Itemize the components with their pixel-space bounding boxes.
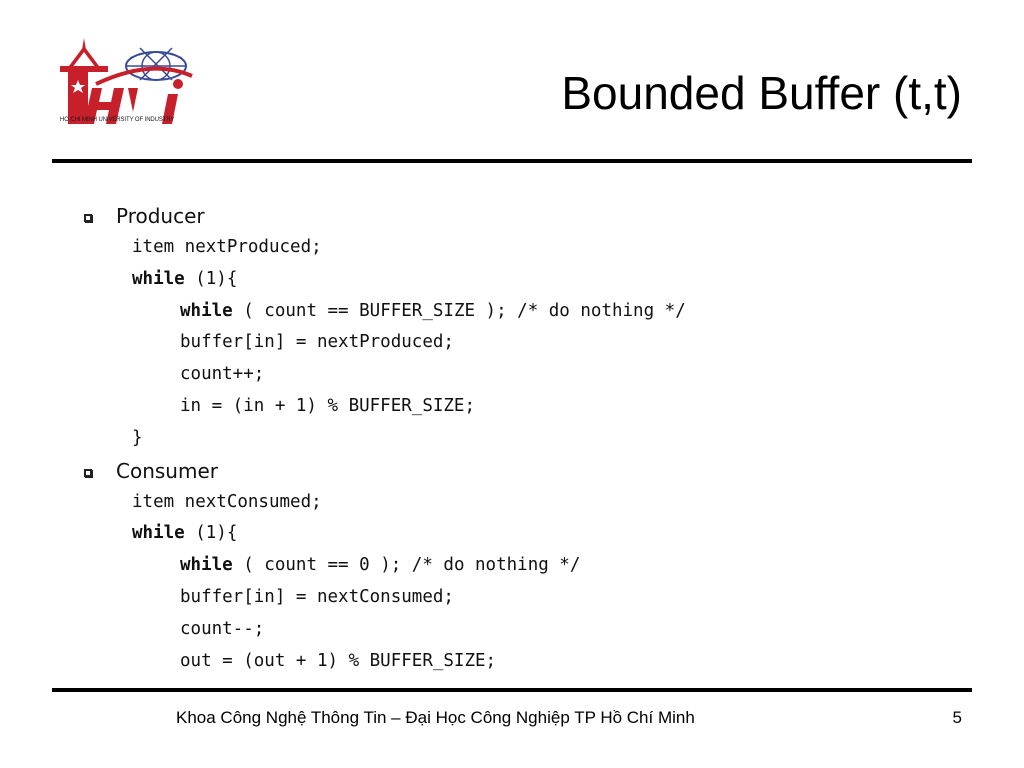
square-bullet-icon — [84, 468, 92, 477]
code-line: item nextConsumed; — [132, 491, 322, 512]
code-line: in = (in + 1) % BUFFER_SIZE; — [180, 395, 476, 416]
code-line: while ( count == 0 ); /* do nothing */ — [180, 555, 581, 576]
footer-text: Khoa Công Nghệ Thông Tin – Đại Học Công … — [176, 708, 695, 727]
header-divider — [52, 159, 972, 163]
code-line: out = (out + 1) % BUFFER_SIZE; — [180, 650, 497, 671]
code-block: item nextConsumed; while (1){ while ( co… — [84, 487, 964, 678]
code-line: while (1){ — [132, 268, 238, 289]
slide-title: Bounded Buffer (t,t) — [561, 67, 962, 119]
consumer-section: Consumer item nextConsumed; while (1){ w… — [84, 455, 964, 678]
code-line: buffer[in] = nextProduced; — [180, 332, 454, 353]
code-line: while ( count == BUFFER_SIZE ); /* do no… — [180, 300, 686, 321]
producer-section: Producer item nextProduced; while (1){ w… — [84, 200, 964, 455]
code-line: while (1){ — [132, 523, 238, 544]
code-line: count++; — [180, 364, 265, 385]
logo-caption: HO CHI MINH UNIVERSITY OF INDUSTRY — [60, 117, 175, 123]
university-logo — [56, 36, 196, 130]
code-line: } — [132, 427, 143, 448]
section-label: Producer — [116, 204, 205, 228]
code-line: buffer[in] = nextConsumed; — [180, 586, 454, 607]
hui-logo-icon — [60, 38, 193, 124]
footer-divider — [52, 688, 972, 692]
slide-content: Producer item nextProduced; while (1){ w… — [84, 200, 964, 677]
code-block: item nextProduced; while (1){ while ( co… — [84, 232, 964, 455]
code-line: count--; — [180, 618, 265, 639]
section-header: Consumer — [84, 455, 964, 487]
page-number: 5 — [952, 708, 962, 727]
section-label: Consumer — [116, 458, 218, 483]
square-bullet-icon — [84, 214, 92, 222]
code-line: item nextProduced; — [132, 237, 322, 257]
section-header: Producer — [84, 200, 964, 232]
